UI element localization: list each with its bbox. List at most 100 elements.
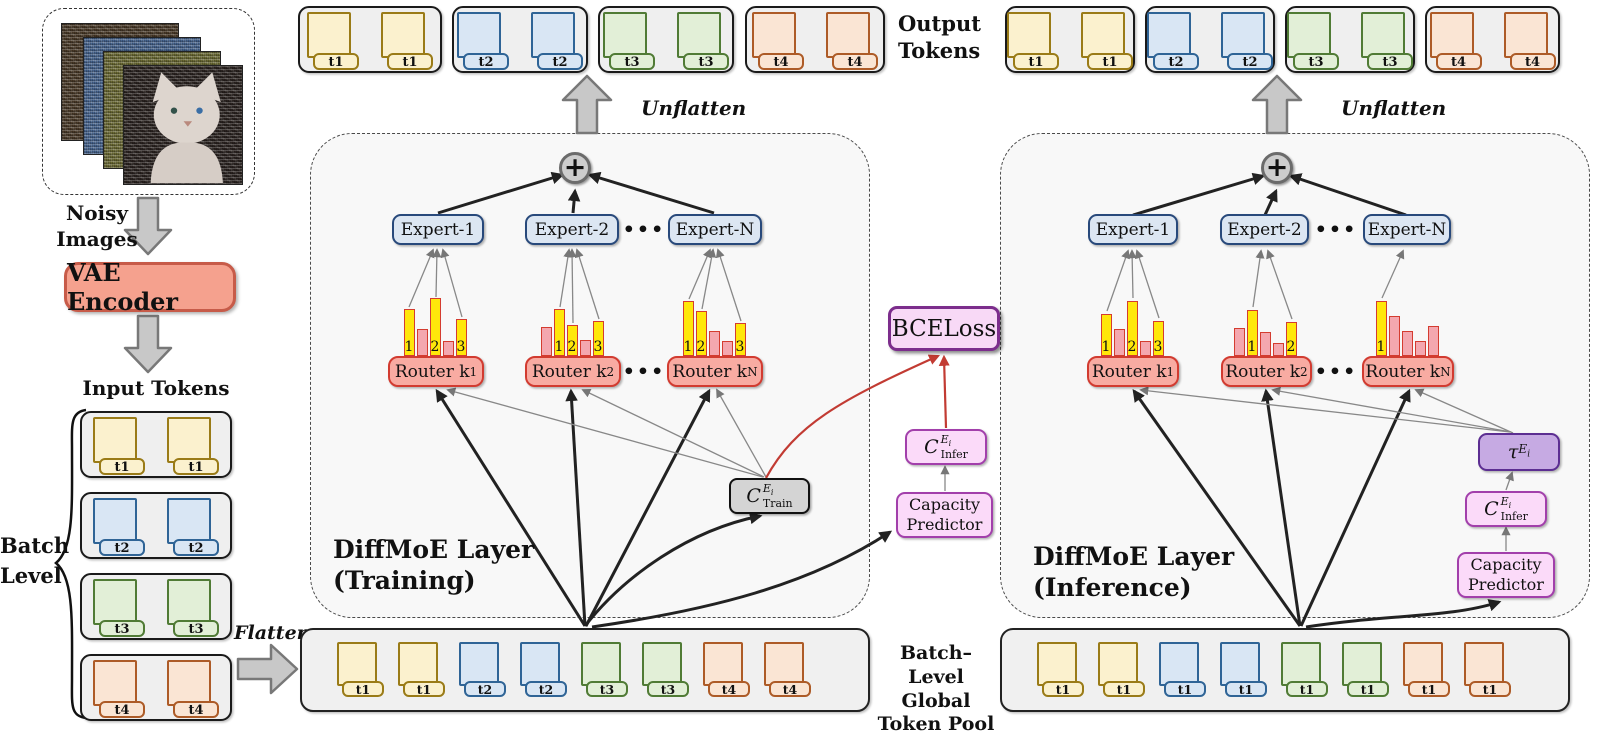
token-label: t2	[525, 681, 567, 697]
token-label: t1	[313, 53, 359, 70]
token-square	[1007, 12, 1051, 58]
token-label: t4	[708, 681, 750, 697]
token-label: t1	[1042, 681, 1084, 697]
token-label: t1	[173, 458, 219, 475]
plus-icon: +	[1265, 151, 1289, 183]
score-bar: 1	[683, 301, 694, 356]
ellipsis-experts: •••	[1314, 219, 1358, 241]
token: t2	[167, 498, 219, 558]
expert-2-box: Expert-2	[525, 214, 619, 245]
score-bar	[580, 340, 591, 356]
token-square	[93, 579, 137, 625]
token: t1	[1403, 642, 1450, 698]
score-bar	[417, 329, 428, 356]
token: t2	[520, 642, 567, 698]
ellipsis-routers: •••	[1314, 361, 1358, 383]
noisy-images-label: Noisy Images	[56, 201, 138, 251]
token-square	[1037, 642, 1077, 686]
token-square	[1342, 642, 1382, 686]
topk-rank-label: 1	[1247, 339, 1257, 355]
score-bar: 3	[1153, 321, 1164, 356]
token-square	[581, 642, 621, 686]
noisy-images-box	[42, 8, 255, 195]
token-label: t3	[609, 53, 655, 70]
score-bar	[709, 331, 720, 356]
unflatten-arrow-icon	[561, 74, 613, 135]
token: t3	[93, 579, 145, 639]
cat-icon	[150, 72, 223, 183]
ellipsis-routers: •••	[622, 361, 666, 383]
token-square	[398, 642, 438, 686]
token: t2	[531, 12, 583, 72]
token-label: t4	[99, 701, 145, 718]
token-square	[677, 12, 721, 58]
score-bar: 2	[696, 311, 707, 356]
topk-rank-label: 1	[554, 339, 564, 355]
token-square	[459, 642, 499, 686]
router-scores-chart: 1	[1376, 296, 1439, 356]
topk-rank-label: 2	[1127, 339, 1137, 355]
token: t3	[167, 579, 219, 639]
token-square	[764, 642, 804, 686]
token: t1	[1220, 642, 1267, 698]
token-label: t2	[1153, 53, 1199, 70]
score-bar	[1389, 316, 1400, 356]
expert-label: Expert-N	[1367, 219, 1447, 240]
token-square	[93, 498, 137, 544]
token-label: t4	[1435, 53, 1482, 70]
router-label: Router k	[394, 361, 470, 382]
token-label: t3	[647, 681, 689, 697]
token-square	[337, 642, 377, 686]
token-square	[826, 12, 870, 58]
token: t4	[93, 660, 145, 720]
bceloss-box: BCELoss	[888, 306, 1000, 351]
token-square	[1503, 12, 1548, 58]
inference-title: DiffMoE Layer (Inference)	[1033, 542, 1235, 603]
token-label: t2	[537, 53, 583, 70]
c-train-var: C	[746, 485, 761, 507]
topk-rank-label: 2	[696, 339, 706, 355]
score-bar: 1	[1376, 301, 1387, 356]
down-arrow-icon	[123, 314, 173, 374]
token-square	[93, 417, 137, 463]
noisy-cat-image	[123, 65, 243, 185]
topk-rank-label: 3	[456, 339, 466, 355]
token-label: t1	[1469, 681, 1511, 697]
router-label: Router k	[1365, 361, 1441, 382]
score-bar: 1	[554, 309, 565, 356]
score-bar	[1273, 343, 1284, 356]
token-square	[167, 579, 211, 625]
token-square	[603, 12, 647, 58]
token-square	[1464, 642, 1504, 686]
flatten-label: Flatten	[234, 622, 311, 644]
expert-label: Expert-N	[675, 219, 755, 240]
score-bar	[541, 327, 552, 356]
token: t1	[307, 12, 359, 72]
topk-rank-label: 1	[1101, 339, 1111, 355]
output-tokens-title: Output Tokens	[898, 11, 981, 64]
expert-label: Expert-1	[1095, 219, 1171, 240]
token-label: t2	[464, 681, 506, 697]
token-label: t3	[99, 620, 145, 637]
token-square	[1081, 12, 1125, 58]
expert-label: Expert-1	[400, 219, 476, 240]
token: t1	[93, 417, 145, 477]
score-bar: 3	[593, 321, 604, 356]
score-bar: 1	[1247, 310, 1258, 356]
token-label: t1	[403, 681, 445, 697]
token-label: t1	[387, 53, 433, 70]
token-label: t3	[1293, 53, 1339, 70]
token-square	[1361, 12, 1405, 58]
token-label: t3	[1367, 53, 1413, 70]
score-bar	[1260, 332, 1271, 356]
token: t1	[1037, 642, 1084, 698]
